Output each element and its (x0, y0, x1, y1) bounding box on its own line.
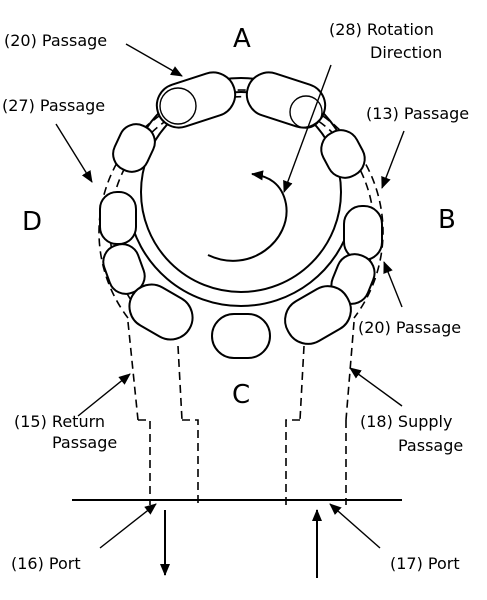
label-supply-line1: (18) Supply (360, 412, 452, 431)
label-passage-20-top: (20) Passage (4, 31, 107, 50)
passage-pockets (99, 71, 383, 359)
quadrant-b: B (438, 205, 456, 235)
leader-arrows (55, 43, 405, 549)
label-passage-20-right: (20) Passage (358, 318, 461, 337)
label-rotation-line1: (28) Rotation (329, 20, 434, 39)
label-port-16: (16) Port (11, 554, 81, 573)
return-passage-channel (127, 321, 199, 505)
label-passage-13: (13) Passage (366, 104, 469, 123)
label-port-17: (17) Port (390, 554, 460, 573)
quadrant-d: D (22, 207, 42, 237)
label-supply-line2: Passage (398, 436, 463, 455)
quadrant-c: C (232, 380, 250, 410)
supply-passage-channel (285, 321, 355, 505)
label-rotation-line2: Direction (370, 43, 442, 62)
rotation-arrow (207, 170, 288, 262)
quadrant-a: A (233, 24, 251, 54)
rotor-ring (126, 77, 356, 307)
label-return-line1: (15) Return (14, 412, 105, 431)
label-passage-27: (27) Passage (2, 96, 105, 115)
label-return-line2: Passage (52, 433, 117, 452)
